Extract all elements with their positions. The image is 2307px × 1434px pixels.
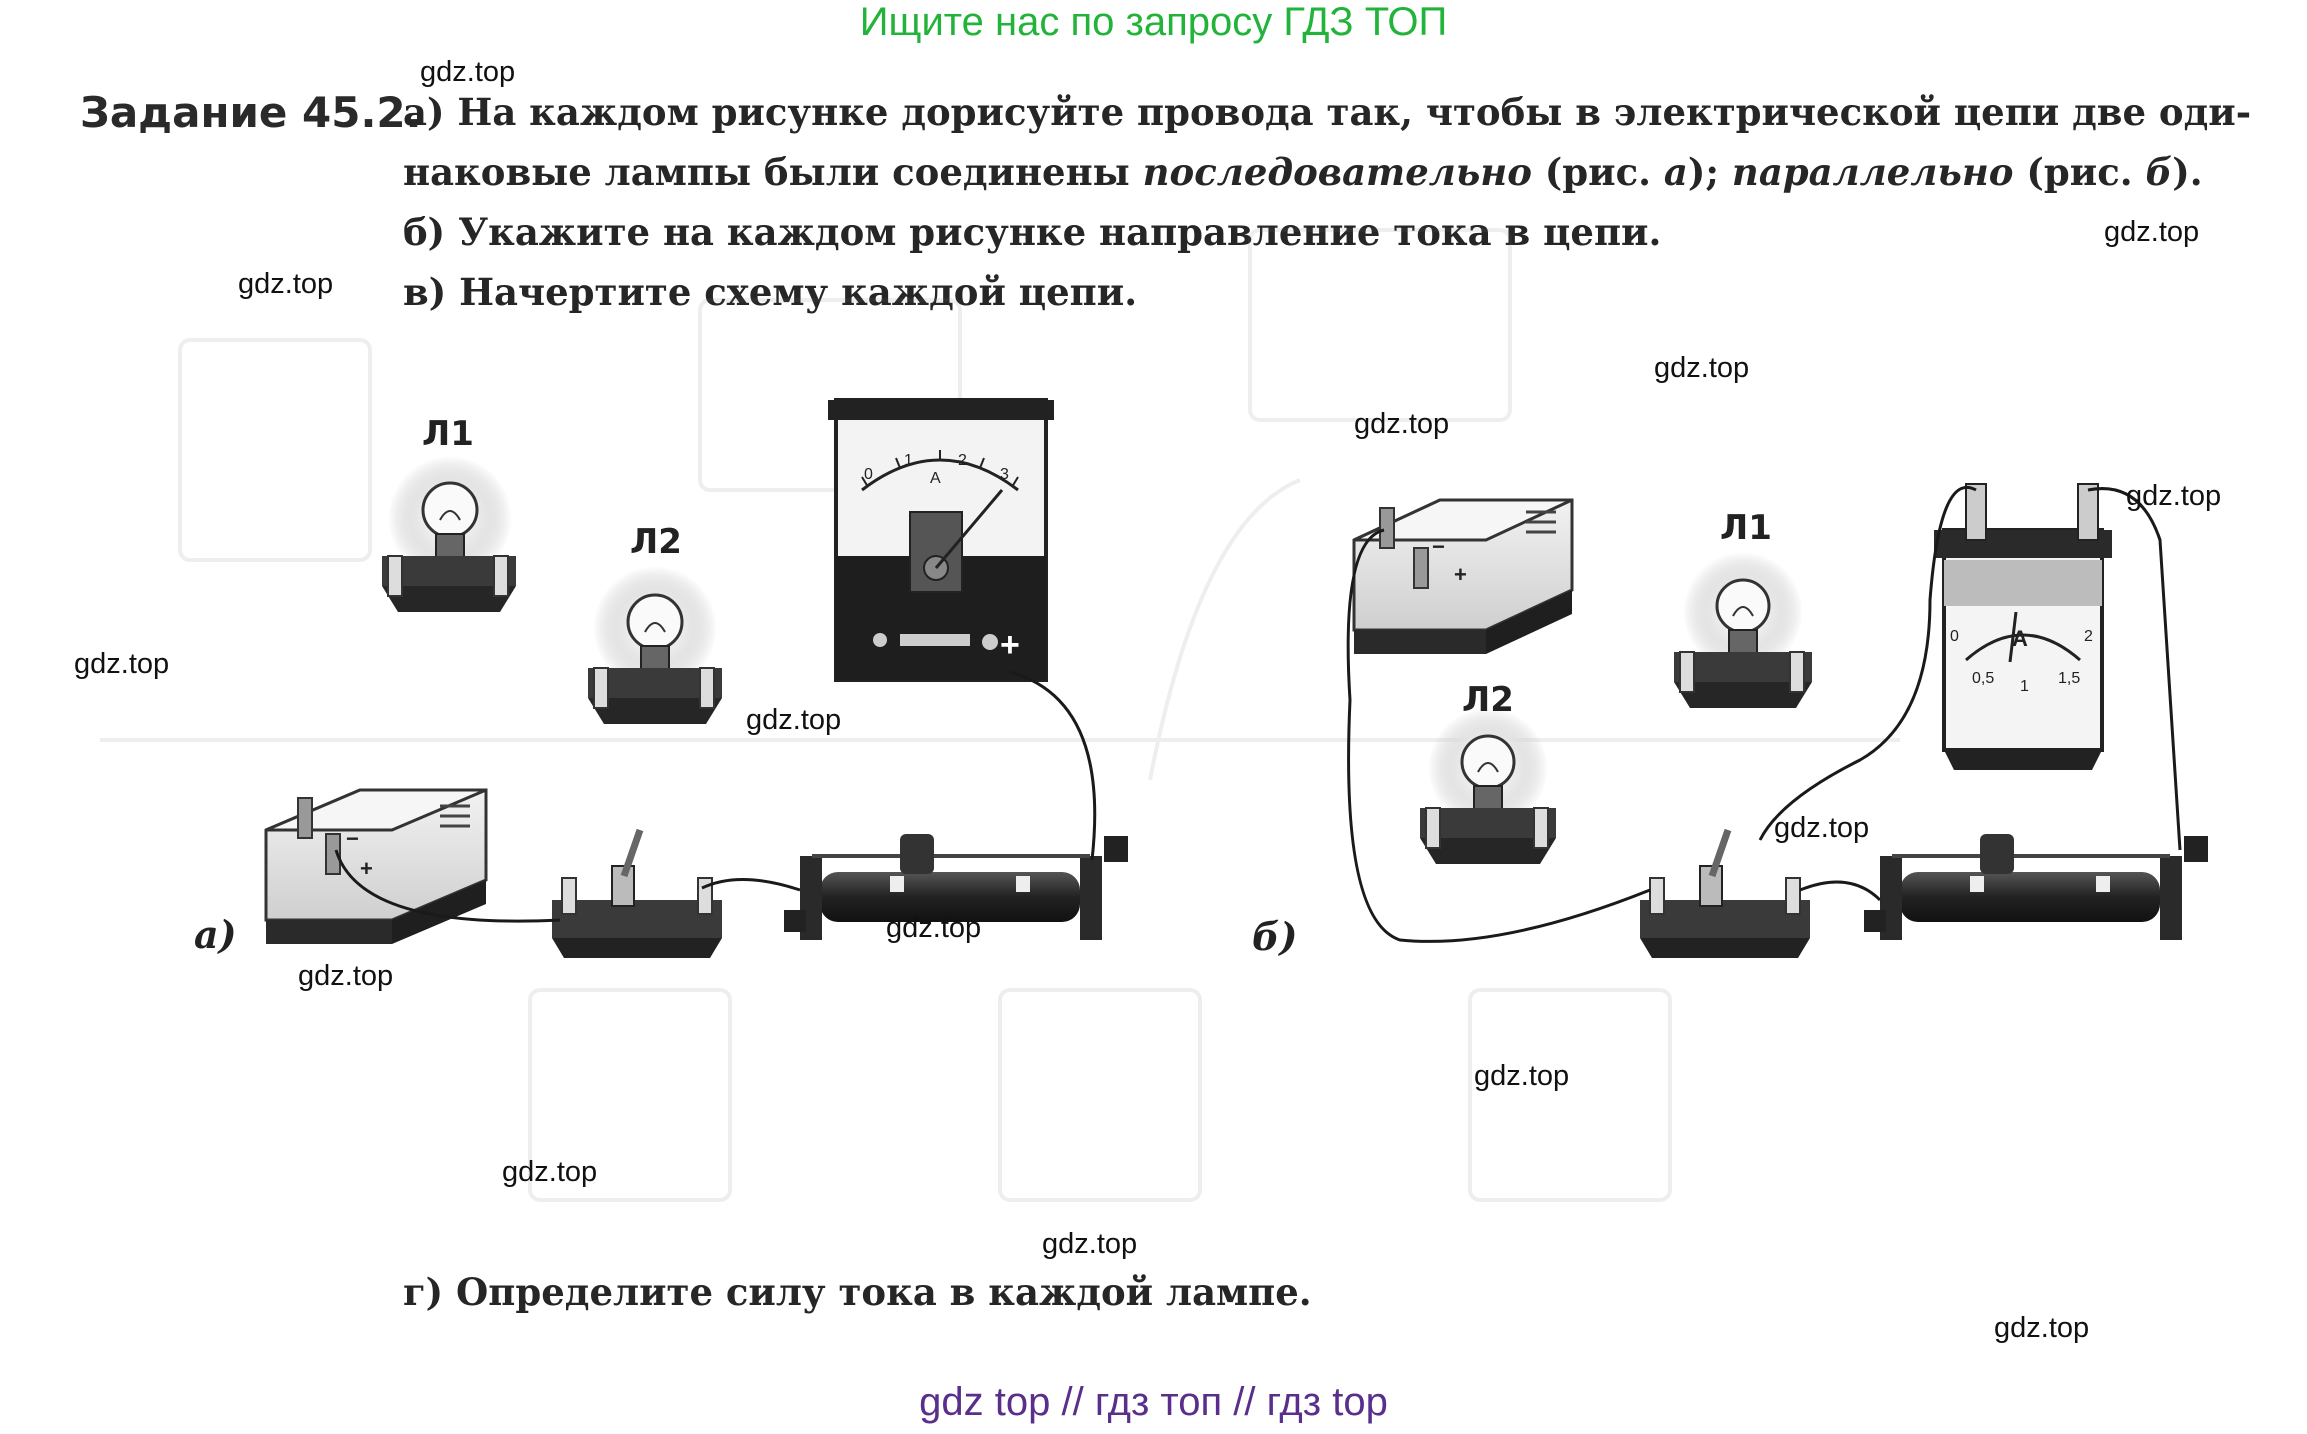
fig-b-lamp-l2 — [1420, 708, 1556, 864]
fig-b-ammeter-scale-05: 0,5 — [1972, 670, 1995, 687]
watermark: gdz.top — [1474, 1060, 1570, 1092]
fig-a-switch — [552, 828, 722, 958]
fig-a-rheostat — [784, 834, 1128, 940]
watermark: gdz.top — [1654, 352, 1750, 384]
watermark: gdz.top — [238, 268, 334, 300]
task-a-line2: наковые лампы были соединены последовате… — [403, 150, 2203, 194]
ghost-background — [100, 228, 1900, 1202]
watermark: gdz.top — [2126, 480, 2222, 512]
fig-a-battery — [264, 788, 488, 944]
fig-a-ammeter — [828, 398, 1054, 682]
fig-a-wires — [334, 670, 1097, 923]
fig-b-battery-plus: + — [1454, 562, 1467, 587]
fig-a-lamp-l1 — [382, 456, 516, 612]
bottom-banner[interactable]: gdz top // гдз топ // гдз top — [919, 1380, 1388, 1424]
fig-a-ammeter-plus: + — [1000, 626, 1020, 664]
fig-a-ammeter-unit: A — [930, 470, 941, 487]
watermark: gdz.top — [1994, 1312, 2090, 1344]
watermark: gdz.top — [74, 648, 170, 680]
fig-a-lamp-l1-label: Л1 — [422, 414, 474, 454]
fig-b-label: б) — [1252, 914, 1298, 959]
task-b: б) Укажите на каждом рисунке направление… — [403, 210, 1662, 254]
watermark: gdz.top — [502, 1156, 598, 1188]
fig-a-ammeter-scale: 0 1 2 3 — [864, 452, 1009, 483]
fig-b-ammeter-unit: A — [2012, 626, 2028, 651]
fig-b-rheostat — [1864, 834, 2208, 940]
task-v: в) Начертите схему каждой цепи. — [403, 270, 1138, 314]
fig-a-label: а) — [194, 912, 237, 957]
task-a-line1: а) На каждом рисунке дорисуйте провода т… — [403, 90, 2252, 134]
watermark: gdz.top — [746, 704, 842, 736]
task-title: Задание 45.2. — [80, 88, 422, 137]
fig-a-lamp-l2 — [588, 566, 722, 724]
fig-b-ammeter-scale-1: 1 — [2020, 678, 2029, 695]
fig-b-battery — [1352, 498, 1574, 654]
fig-b-lamp-l1 — [1674, 552, 1812, 708]
fig-a-battery-minus: − — [346, 826, 359, 851]
fig-b-ammeter-scale-15: 1,5 — [2058, 670, 2081, 687]
fig-b-switch — [1640, 828, 1810, 958]
watermark: gdz.top — [2104, 216, 2200, 248]
fig-b-ammeter-scale-0: 0 — [1950, 628, 1959, 645]
fig-a-lamp-l2-label: Л2 — [630, 522, 682, 562]
watermark: gdz.top — [1042, 1228, 1138, 1260]
fig-a-battery-plus: + — [360, 856, 373, 881]
fig-b-battery-minus: − — [1432, 534, 1445, 559]
watermark: gdz.top — [1774, 812, 1870, 844]
fig-b-ammeter — [1934, 483, 2112, 770]
watermark: gdz.top — [420, 56, 516, 88]
watermark: gdz.top — [1354, 408, 1450, 440]
fig-b-ammeter-scale-2: 2 — [2084, 628, 2093, 645]
top-banner[interactable]: Ищите нас по запросу ГДЗ ТОП — [859, 0, 1448, 44]
watermark: gdz.top — [886, 912, 982, 944]
task-g: г) Определите силу тока в каждой лампе. — [403, 1270, 1312, 1314]
watermark: gdz.top — [298, 960, 394, 992]
fig-b-lamp-l1-label: Л1 — [1720, 508, 1772, 548]
fig-b-wires — [1346, 485, 2182, 943]
fig-b-lamp-l2-label: Л2 — [1462, 680, 1514, 720]
